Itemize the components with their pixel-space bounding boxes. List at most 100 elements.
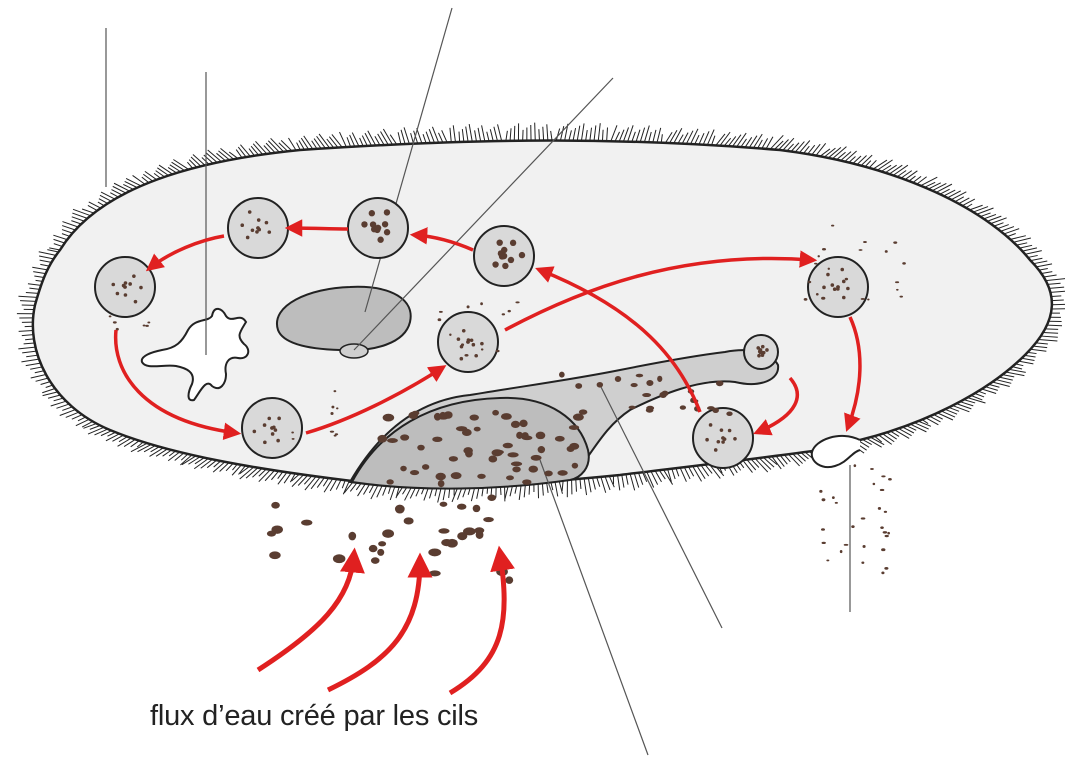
food-particle [861, 298, 865, 300]
cilium [634, 473, 638, 487]
cilium [311, 477, 320, 489]
food-particle [657, 376, 662, 382]
cilium [1050, 291, 1065, 292]
food-particle [881, 572, 884, 575]
cilium [841, 152, 851, 161]
cilium [1048, 283, 1061, 284]
cilium [36, 378, 48, 381]
cilium [644, 125, 649, 142]
cilium [910, 424, 926, 432]
cilium [837, 152, 846, 159]
food-particle [851, 525, 854, 528]
cilium [42, 389, 55, 393]
food-particle [804, 298, 808, 301]
food-particle [483, 517, 494, 522]
food-particle [145, 325, 149, 327]
cilium [678, 135, 683, 144]
food-particle [505, 576, 513, 584]
cilium [716, 134, 725, 146]
cilium [789, 454, 800, 466]
cilium [899, 428, 912, 435]
food-particle [659, 392, 666, 398]
cilium [649, 132, 652, 142]
cilium [34, 276, 44, 278]
cilium [1009, 369, 1026, 372]
cilium [259, 470, 271, 482]
cilium [551, 131, 552, 141]
food-particle [386, 479, 393, 484]
cilium [168, 452, 180, 461]
food-particle [646, 380, 653, 386]
cilium [764, 457, 775, 467]
cilium [1028, 255, 1038, 257]
cilium [728, 136, 735, 146]
food-particle [515, 301, 519, 303]
cilium [426, 132, 430, 143]
food-particle [544, 471, 553, 477]
food-particle [631, 383, 638, 387]
cilium [54, 239, 65, 243]
food-particle [440, 502, 448, 507]
food-particle [333, 554, 345, 563]
cilium [535, 123, 536, 141]
cilium [626, 474, 628, 484]
food-particle [383, 414, 395, 422]
cilium [62, 226, 75, 230]
cilium [336, 480, 341, 490]
cilium [401, 130, 405, 144]
food-particle [503, 443, 513, 449]
food-particle [502, 313, 505, 315]
cilium [32, 267, 47, 270]
food-particle [881, 475, 885, 477]
food-particle [880, 489, 885, 491]
food-particle [835, 502, 838, 504]
cilium [539, 129, 540, 140]
cilium [1049, 287, 1064, 288]
cilium [101, 192, 115, 199]
food-particle [572, 463, 578, 469]
food-particle [267, 531, 276, 537]
cilium [24, 343, 35, 344]
food-particle [501, 413, 512, 420]
cilium [1025, 251, 1042, 255]
cilium [240, 145, 250, 157]
cilium [54, 244, 62, 247]
food-particle [531, 455, 542, 461]
food-particle [569, 425, 579, 430]
micronucleus [340, 344, 368, 358]
food-particle [536, 432, 546, 440]
cilium [1019, 245, 1032, 248]
food-particle [387, 438, 398, 443]
food-particle [439, 311, 443, 313]
cilium [332, 134, 342, 147]
food-particle [422, 464, 429, 470]
cilium [630, 474, 635, 491]
cilium [857, 156, 867, 165]
food-particle [511, 421, 520, 428]
cilium [71, 221, 81, 224]
cilium [638, 473, 642, 485]
cilium [597, 477, 600, 486]
cilium [375, 136, 380, 145]
food-particle [457, 532, 467, 540]
cilium [985, 387, 997, 391]
cilium [776, 456, 784, 467]
food-particle [429, 570, 441, 576]
cilium [317, 136, 326, 148]
food-particle [814, 263, 817, 265]
cilium [758, 140, 763, 148]
cilium [543, 127, 544, 141]
food-vacuole [474, 226, 534, 286]
cilium [94, 429, 107, 435]
cilium [31, 374, 46, 378]
food-particle [331, 406, 334, 409]
food-particle [395, 505, 405, 514]
cilium [144, 446, 155, 452]
cilium [607, 128, 608, 142]
food-particle [845, 278, 848, 281]
cilium [737, 133, 746, 147]
cilium [19, 330, 33, 331]
food-particle [880, 526, 884, 529]
food-particle [680, 405, 686, 409]
